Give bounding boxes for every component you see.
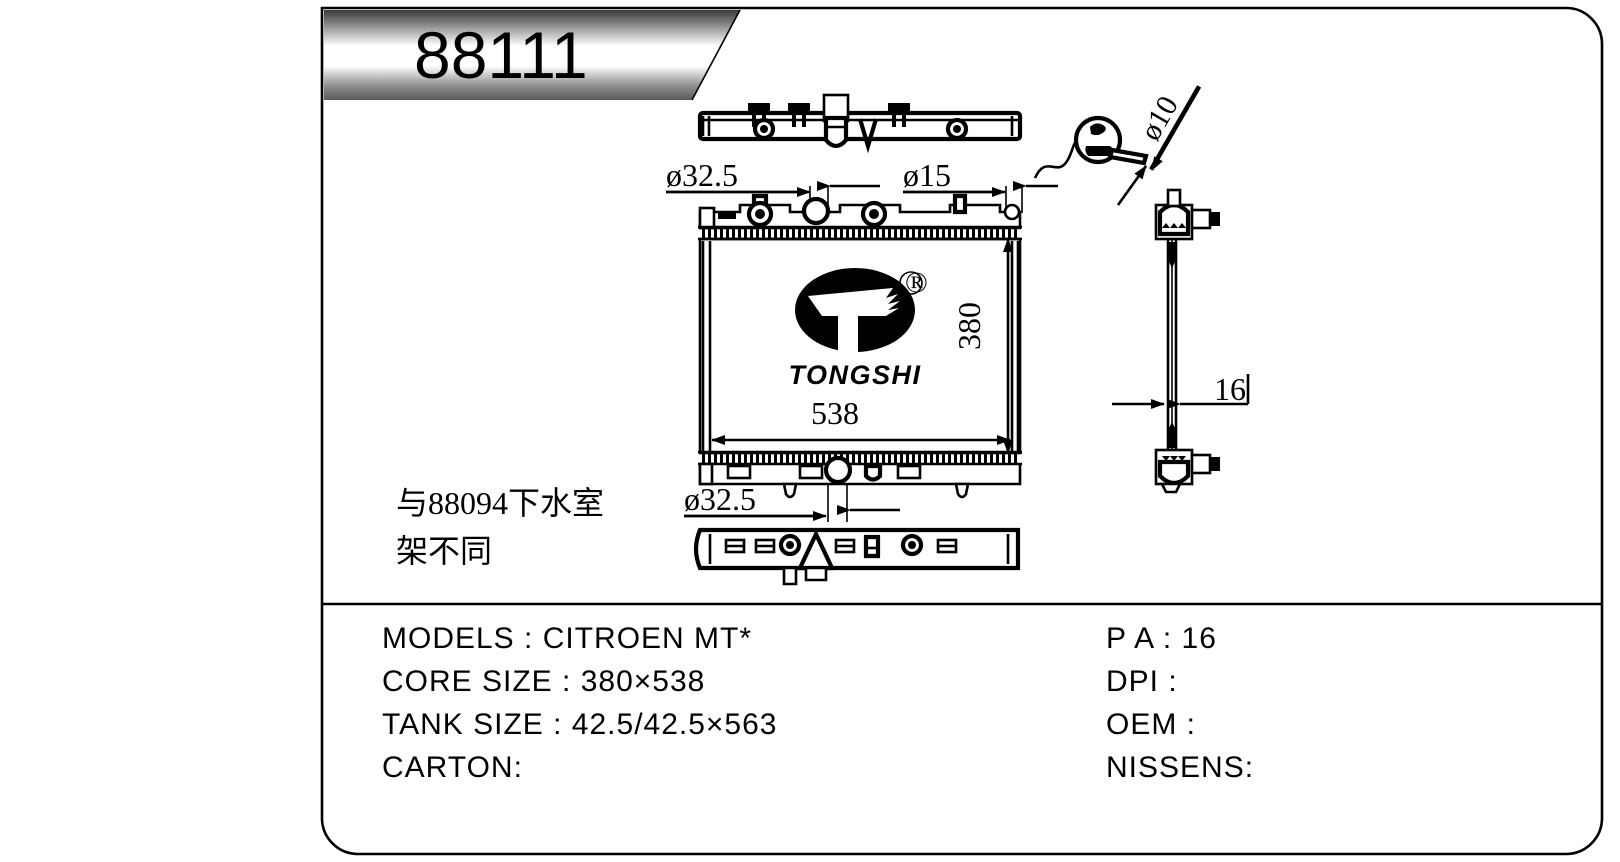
spec-row-pa: P A : 16 [1106, 622, 1217, 655]
chinese-note: 与88094下水室 架不同 [396, 485, 604, 569]
brand-name: TONGSHI [788, 360, 921, 390]
dim-core-height-group: 380 [951, 238, 1022, 454]
title-banner: 88111 [324, 9, 741, 101]
spec-table: MODELS : CITROEN MT* CORE SIZE : 380×538… [382, 622, 1254, 784]
sheet-frame [320, 6, 1604, 856]
side-view-bottom-fitting [1154, 448, 1220, 494]
dim-bottom-inlet: ø32.5 [684, 481, 756, 517]
spec-row-models: MODELS : CITROEN MT* [382, 622, 752, 655]
spec-row-tank-size: TANK SIZE : 42.5/42.5×563 [382, 708, 778, 741]
top-dimension-group: ø32.5 ø15 [666, 157, 1058, 213]
spec-column-right: P A : 16 DPI : OEM : NISSENS: [1106, 622, 1254, 784]
dim-side-thickness: 16 [1214, 371, 1246, 407]
dim-core-height: 380 [951, 302, 987, 350]
side-view-body [1166, 239, 1178, 450]
dim-core-width: 538 [811, 395, 859, 431]
registered-mark: ® [905, 266, 928, 299]
side-view-top-fitting [1154, 188, 1220, 241]
spec-row-nissens: NISSENS: [1106, 751, 1254, 784]
spec-column-left: MODELS : CITROEN MT* CORE SIZE : 380×538… [382, 622, 778, 784]
tongshi-logo: ® TONGSHI [788, 266, 927, 390]
detail-bubble-callout: ø10 [1033, 85, 1202, 206]
dim-top-outlet: ø15 [903, 157, 951, 193]
radiator-top-tank [698, 193, 1022, 241]
radiator-side-view: 16 [1112, 188, 1250, 494]
bottom-tank-strip-view [693, 527, 1021, 586]
dim-detail-bubble: ø10 [1134, 91, 1185, 146]
radiator-bottom-tank [698, 450, 1022, 499]
chinese-note-line-2: 架不同 [396, 533, 492, 569]
top-tank-strip-view [697, 93, 1023, 154]
dim-side-thickness-group: 16 [1112, 371, 1250, 409]
spec-row-dpi: DPI : [1106, 665, 1178, 698]
spec-row-oem: OEM : [1106, 708, 1196, 741]
dim-core-width-group: 538 [711, 395, 1011, 445]
part-number-title: 88111 [414, 18, 588, 92]
spec-row-core-size: CORE SIZE : 380×538 [382, 665, 705, 698]
chinese-note-line-1: 与88094下水室 [396, 485, 604, 521]
spec-row-carton: CARTON: [382, 751, 523, 784]
bottom-dimension-group: ø32.5 [684, 481, 900, 522]
dim-top-inlet: ø32.5 [666, 157, 738, 193]
radiator-front-view: 380 538 ® TONGSHI [698, 193, 1022, 499]
